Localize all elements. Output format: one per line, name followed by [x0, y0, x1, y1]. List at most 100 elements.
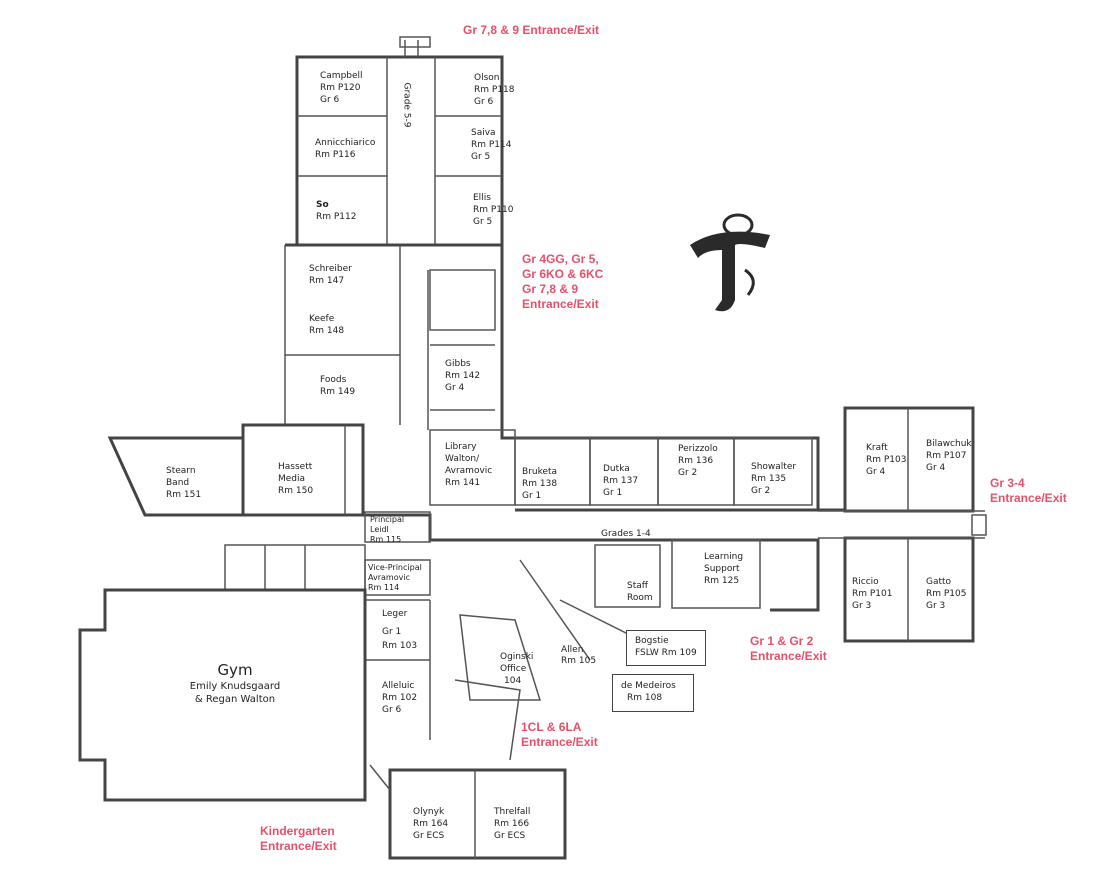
entrance-label: Entrance/Exit: [750, 649, 827, 663]
room-bruketa: Bruketa Rm 138 Gr 1: [522, 466, 557, 502]
room-grade: Gr 6: [474, 97, 494, 107]
room-de-medeiros: de Medeiros Rm 108: [621, 680, 676, 704]
right-wing-walls: [818, 406, 987, 643]
room-library: Library Walton/ Avramovic Rm 141: [445, 441, 492, 489]
room-name: Hassett: [278, 462, 313, 472]
room-name: Threlfall: [494, 807, 531, 817]
room-grade: Gr 2: [751, 486, 771, 496]
room-stearn-band: Stearn Band Rm 151: [166, 465, 201, 501]
entrance-label: Gr 3-4: [990, 476, 1025, 490]
entrance-gr3-4: Gr 3-4 Entrance/Exit: [990, 476, 1067, 506]
room-name: Perizzolo: [678, 444, 718, 454]
room-name: Campbell: [320, 71, 363, 81]
room-number: Rm 103: [382, 641, 418, 651]
entrance-label: Kindergarten: [260, 824, 335, 838]
room-number: Rm 105: [561, 656, 597, 666]
room-number: Rm P118: [474, 85, 515, 95]
room-grade: Gr 1: [603, 488, 623, 498]
room-threlfall: Threlfall Rm 166 Gr ECS: [494, 806, 530, 842]
room-name: Olson: [474, 73, 500, 83]
room-grade: Gr ECS: [494, 831, 526, 841]
room-staff: Avramovic: [445, 466, 493, 476]
room-grade: Gr 4: [866, 467, 886, 477]
room-grade: Gr 4: [445, 383, 465, 393]
room-grade: Gr 1: [522, 491, 542, 501]
room-name: Gatto: [926, 577, 952, 587]
entrance-label: Entrance/Exit: [990, 491, 1067, 505]
room-number: Rm 148: [309, 326, 345, 336]
gym-title: Gym: [217, 661, 253, 679]
room-name: So: [316, 200, 329, 210]
room-title: Vice-Principal: [368, 563, 422, 572]
room-olynyk: Olynyk Rm 164 Gr ECS: [413, 806, 448, 842]
room-name: Avramovic: [368, 573, 410, 582]
room-name: Oginski: [500, 652, 534, 662]
gym-walls: [78, 588, 367, 802]
room-staff-room: Staff Room: [627, 580, 653, 604]
room-name: Leidl: [370, 525, 389, 534]
room-type: Support: [704, 564, 740, 574]
room-foods: Foods Rm 149: [320, 374, 355, 398]
entrance-label: Gr 1 & Gr 2: [750, 634, 814, 648]
room-name: Schreiber: [309, 264, 352, 274]
entrance-label: Entrance/Exit: [260, 839, 337, 853]
entrance-gr4-9: Gr 4GG, Gr 5, Gr 6KO & 6KC Gr 7,8 & 9 En…: [522, 252, 603, 312]
room-grade: Gr 6: [320, 95, 340, 105]
room-type: Media: [278, 474, 306, 484]
room-grade: Gr 3: [852, 601, 872, 611]
room-staff: Walton/: [445, 454, 480, 464]
gym-staff: & Regan Walton: [194, 694, 276, 705]
entrance-label: Gr 4GG, Gr 5,: [522, 252, 599, 266]
room-number: Rm 141: [445, 478, 481, 488]
room-type: Office: [500, 664, 527, 674]
room-name: Riccio: [852, 577, 879, 587]
room-number: Rm 166: [494, 819, 530, 829]
room-number: 104: [504, 676, 522, 686]
room-riccio: Riccio Rm P101 Gr 3: [852, 576, 893, 612]
room-name: Saiva: [471, 128, 496, 138]
room-kraft: Kraft Rm P103 Gr 4: [866, 442, 907, 478]
room-number: Rm P112: [316, 212, 357, 222]
room-number: Rm 164: [413, 819, 449, 829]
room-number: Rm 125: [704, 576, 740, 586]
room-schreiber: Schreiber Rm 147: [309, 263, 352, 287]
room-number: Rm 138: [522, 479, 558, 489]
room-name: Allen: [561, 645, 584, 655]
room-ellis: Ellis Rm P110 Gr 5: [473, 192, 514, 228]
room-gatto: Gatto Rm P105 Gr 3: [926, 576, 967, 612]
room-perizzolo: Perizzolo Rm 136 Gr 2: [678, 443, 718, 479]
room-number: Rm P116: [315, 150, 356, 160]
room-number: Rm 150: [278, 486, 314, 496]
room-number: FSLW Rm 109: [635, 648, 697, 658]
room-showalter: Showalter Rm 135 Gr 2: [751, 461, 796, 497]
room-number: Rm 149: [320, 387, 356, 397]
room-number: Rm 108: [627, 693, 663, 703]
kindergarten-walls: [369, 764, 567, 860]
room-gibbs: Gibbs Rm 142 Gr 4: [445, 358, 480, 394]
room-number: Rm P114: [471, 140, 512, 150]
room-name: Ellis: [473, 193, 491, 203]
room-title: Principal: [370, 515, 405, 524]
room-so: So Rm P112: [316, 199, 357, 223]
room-grade: Gr 3: [926, 601, 946, 611]
room-type: Room: [627, 593, 653, 603]
room-name: de Medeiros: [621, 681, 676, 691]
room-number: Rm P105: [926, 589, 967, 599]
room-number: Rm 102: [382, 693, 418, 703]
room-name: Olynyk: [413, 807, 445, 817]
entrance-label: Entrance/Exit: [521, 735, 598, 749]
middle-row-walls: [107, 423, 818, 517]
room-number: Rm 136: [678, 456, 714, 466]
school-logo-icon: [690, 213, 770, 312]
room-campbell: Campbell Rm P120 Gr 6: [320, 70, 363, 106]
room-grade: Gr 6: [382, 705, 402, 715]
room-name: Staff: [627, 581, 648, 591]
room-principal: Principal Leidl Rm 115: [370, 515, 404, 545]
room-name: Annicchiarico: [315, 138, 376, 148]
room-name: Bilawchuk: [926, 439, 972, 449]
room-name: Learning: [704, 552, 744, 562]
room-name: Library: [445, 442, 477, 452]
room-name: Keefe: [309, 314, 335, 324]
room-name: Bogstie: [635, 636, 669, 646]
room-type: Band: [166, 478, 190, 488]
